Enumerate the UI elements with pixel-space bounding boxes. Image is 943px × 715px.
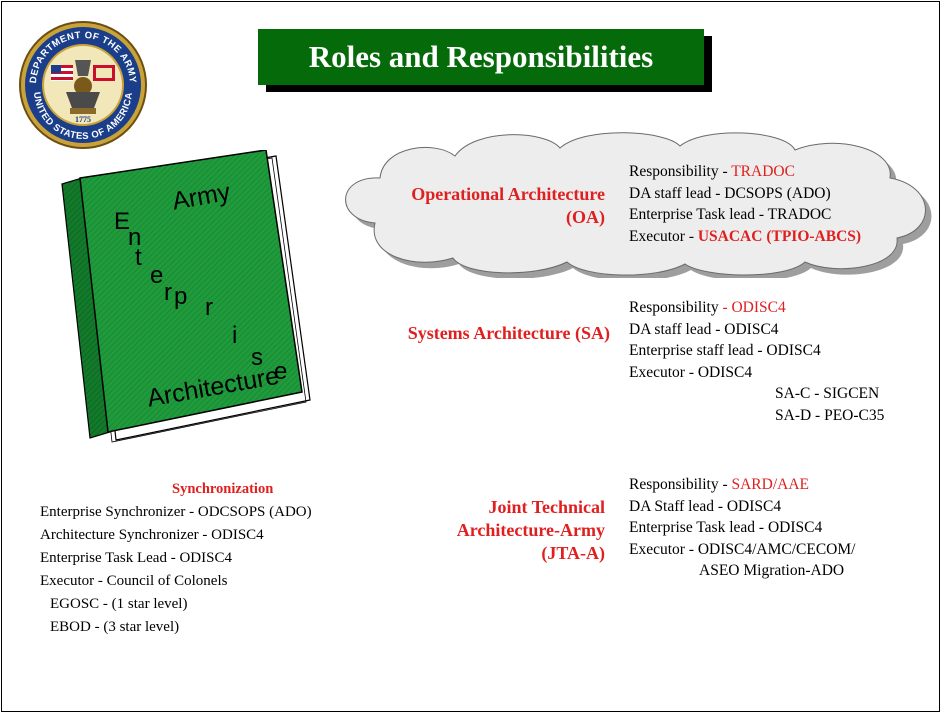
sa-label-line: Systems Architecture (SA) (407, 323, 610, 343)
jta-line: Responsibility - SARD/AAE (629, 476, 809, 493)
jta-details: Responsibility - SARD/AAE DA Staff lead … (629, 474, 855, 582)
jta-line: Executor - ODISC4/AMC/CECOM/ (629, 540, 856, 558)
book-letter: r (164, 279, 172, 306)
sa-line: SA-C - SIGCEN (775, 385, 880, 402)
sync-line: Enterprise Task Lead - ODISC4 (40, 550, 232, 566)
sync-line: Architecture Synchronizer - ODISC4 (40, 527, 264, 543)
book-letter: n (128, 224, 142, 251)
book-letter: E (114, 208, 131, 235)
sync-list: Enterprise Synchronizer - ODCSOPS (ADO) … (40, 501, 312, 639)
book-letter: p (174, 283, 188, 310)
sync-line: Executor - Council of Colonels (40, 573, 228, 589)
sa-label: Systems Architecture (SA) (355, 322, 610, 345)
oa-label: Operational Architecture (OA) (355, 183, 605, 229)
jta-label-line: (JTA-A) (541, 543, 605, 563)
book-letter: e (274, 358, 288, 385)
jta-line: Enterprise Task lead - ODISC4 (629, 519, 823, 536)
sa-line: Enterprise staff lead - ODISC4 (629, 342, 821, 359)
oa-details: Responsibility - TRADOC DA staff lead - … (629, 161, 861, 247)
cloud-shape (345, 132, 932, 278)
oa-label-line: (OA) (566, 207, 605, 227)
page-title: Roles and Responsibilities (258, 29, 704, 85)
seal-year: 1775 (75, 115, 91, 124)
jta-label-line: Joint Technical (488, 497, 605, 517)
book-letter: t (135, 244, 142, 271)
jta-label: Joint Technical Architecture-Army (JTA-A… (380, 496, 605, 565)
jta-line: DA Staff lead - ODISC4 (629, 497, 782, 515)
sync-line: EGOSC - (1 star level) (50, 596, 188, 612)
sync-line: EBOD - (3 star level) (50, 619, 180, 635)
sa-line: Executor - ODISC4 (629, 363, 753, 381)
sync-heading: Synchronization (172, 481, 274, 497)
army-seal-icon: DEPARTMENT OF THE ARMY UNITED STATES OF … (19, 21, 147, 149)
sa-line: Responsibility - ODISC4 (629, 299, 786, 316)
book-letter: r (205, 294, 213, 321)
sa-details: Responsibility - ODISC4 DA staff lead - … (629, 297, 884, 426)
book-letter: e (150, 262, 164, 289)
sync-line: Enterprise Synchronizer - ODCSOPS (ADO) (40, 504, 312, 520)
sa-line: DA staff lead - ODISC4 (629, 320, 779, 338)
oa-line: Responsibility - TRADOC (629, 163, 795, 180)
jta-line: ASEO Migration-ADO (699, 562, 845, 579)
oa-line: Executor - USACAC (TPIO-ABCS) (629, 227, 862, 245)
book-illustration (61, 150, 311, 443)
oa-line: DA staff lead - DCSOPS (ADO) (629, 184, 831, 202)
book-letter: i (232, 322, 238, 349)
book-letter: s (251, 344, 263, 371)
oa-label-line: Operational Architecture (411, 184, 605, 204)
jta-label-line: Architecture-Army (456, 520, 605, 540)
sa-line: SA-D - PEO-C35 (775, 406, 885, 424)
oa-line: Enterprise Task lead - TRADOC (629, 206, 832, 223)
